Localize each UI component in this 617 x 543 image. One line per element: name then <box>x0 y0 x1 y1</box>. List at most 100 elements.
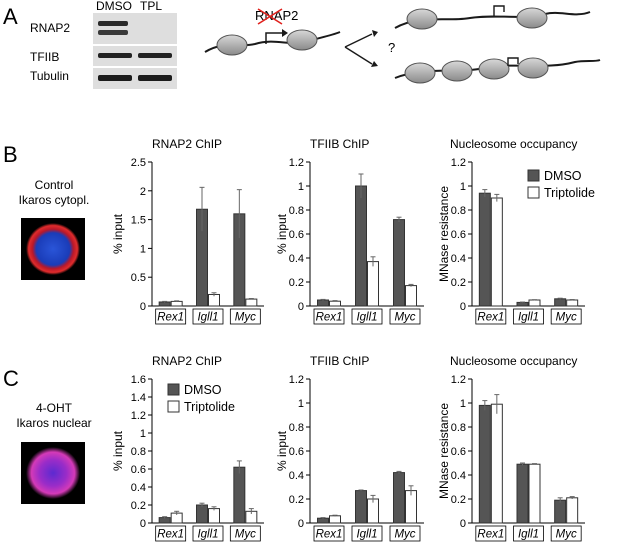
y-axis-label: % input <box>111 213 125 254</box>
y-tick-label: 0.4 <box>289 470 304 482</box>
category-label: Igll1 <box>197 312 218 324</box>
cell-c-line1: 4-OHT <box>36 401 73 415</box>
category-label-box <box>229 308 261 325</box>
category-label-box <box>389 308 421 325</box>
blot-row-rnap2: RNAP2 <box>30 21 70 35</box>
y-tick-label: 1 <box>460 398 466 410</box>
category-label: Igll1 <box>356 312 377 324</box>
cell-b-line2: Ikaros cytopl. <box>19 193 90 207</box>
bar-dmso <box>355 490 367 524</box>
y-tick-label: 0 <box>140 301 146 313</box>
cell-b-body <box>26 223 80 275</box>
category-label-box <box>475 525 507 542</box>
bar-dmso <box>554 298 567 307</box>
blot-strip-rnap2 <box>93 13 177 44</box>
tss-arrow-top <box>493 5 505 16</box>
legend-swatch-triptolide <box>167 400 180 413</box>
bar-dmso <box>317 517 329 524</box>
y-tick-label: 1.5 <box>131 215 146 227</box>
y-tick-label: 1.2 <box>289 157 304 169</box>
bar-triptolide <box>329 515 341 524</box>
category-label: Myc <box>235 312 256 324</box>
category-label-box <box>229 525 261 542</box>
category-label: Rex1 <box>157 312 184 324</box>
bar-triptolide <box>528 299 541 307</box>
category-label: Myc <box>556 312 577 324</box>
y-tick-label: 0 <box>298 518 304 530</box>
blot-column-tpl: TPL <box>140 0 162 13</box>
y-tick-label: 0.2 <box>289 277 304 289</box>
nucleosome-top-2 <box>516 7 548 29</box>
category-label: Myc <box>235 529 256 541</box>
bar-triptolide <box>528 463 541 524</box>
category-label-box <box>192 525 224 542</box>
bar-triptolide <box>208 508 220 524</box>
y-tick-label: 0.5 <box>131 272 146 284</box>
chart-title: TFIIB ChIP <box>310 354 369 368</box>
y-axis-label: % input <box>275 213 289 254</box>
band-rnap2-dmso-lower <box>98 30 128 35</box>
chart-title: RNAP2 ChIP <box>152 137 222 151</box>
schematic: RNAP2 ? <box>204 5 601 84</box>
category-label-box <box>550 308 582 325</box>
category-label-box <box>550 525 582 542</box>
category-label: Rex1 <box>316 312 343 324</box>
category-label-box <box>155 525 187 542</box>
category-label: Myc <box>394 312 415 324</box>
bar-triptolide <box>405 285 417 307</box>
category-label-box <box>513 308 544 325</box>
bar-triptolide <box>245 298 258 307</box>
bar-dmso <box>158 301 171 307</box>
bar-triptolide <box>490 403 503 524</box>
y-tick-label: 0.4 <box>451 253 466 265</box>
category-label-box <box>351 308 383 325</box>
bar-dmso <box>196 504 208 524</box>
category-label: Myc <box>556 529 577 541</box>
category-label-box <box>351 525 383 542</box>
y-axis-label: % input <box>275 430 289 471</box>
cell-c-line2: Ikaros nuclear <box>16 416 91 430</box>
category-label-box <box>475 308 507 325</box>
y-tick-label: 0.4 <box>131 482 146 494</box>
blot-row-tfiib: TFIIB <box>30 50 59 64</box>
nucleosome-left-1 <box>216 34 248 56</box>
bar-triptolide <box>490 197 503 307</box>
nucleosome-bottom-1 <box>404 62 436 84</box>
category-label-box <box>389 525 421 542</box>
nucleosome-bottom-4 <box>517 57 549 79</box>
nucleosome-top-1 <box>406 8 438 30</box>
chart-title: Nucleosome occupancy <box>450 354 577 368</box>
band-tubulin-tpl <box>138 75 172 81</box>
category-label-box <box>192 308 224 325</box>
split-arrows <box>344 33 373 65</box>
tss-arrow-left <box>265 32 282 44</box>
split-arrowhead-down <box>371 61 378 67</box>
cell-b: Control Ikaros cytopl. <box>19 178 90 280</box>
question-mark: ? <box>388 40 395 55</box>
bar-dmso <box>554 499 567 524</box>
band-tfiib-dmso <box>98 53 132 58</box>
bar-triptolide <box>329 300 341 307</box>
y-tick-label: 1.2 <box>131 410 146 422</box>
y-tick-label: 0.2 <box>451 277 466 289</box>
band-tubulin-dmso <box>98 75 132 81</box>
split-arrowhead-up <box>372 30 378 37</box>
y-tick-label: 1.2 <box>289 374 304 386</box>
legend-label-dmso: DMSO <box>544 169 582 183</box>
category-label: Rex1 <box>477 529 504 541</box>
bar-dmso <box>516 463 529 524</box>
cell-c-body <box>26 447 80 499</box>
bar-triptolide <box>367 261 379 307</box>
y-tick-label: 0.8 <box>131 446 146 458</box>
cell-b-line1: Control <box>35 178 74 192</box>
y-tick-label: 1 <box>140 428 146 440</box>
blot-row-tubulin: Tubulin <box>30 69 69 83</box>
bar-dmso <box>317 299 329 307</box>
y-axis-label: MNase resistance <box>437 403 451 499</box>
bar-dmso <box>355 185 367 307</box>
nucleosome-bottom-2 <box>441 60 473 82</box>
y-tick-label: 0.6 <box>451 229 466 241</box>
